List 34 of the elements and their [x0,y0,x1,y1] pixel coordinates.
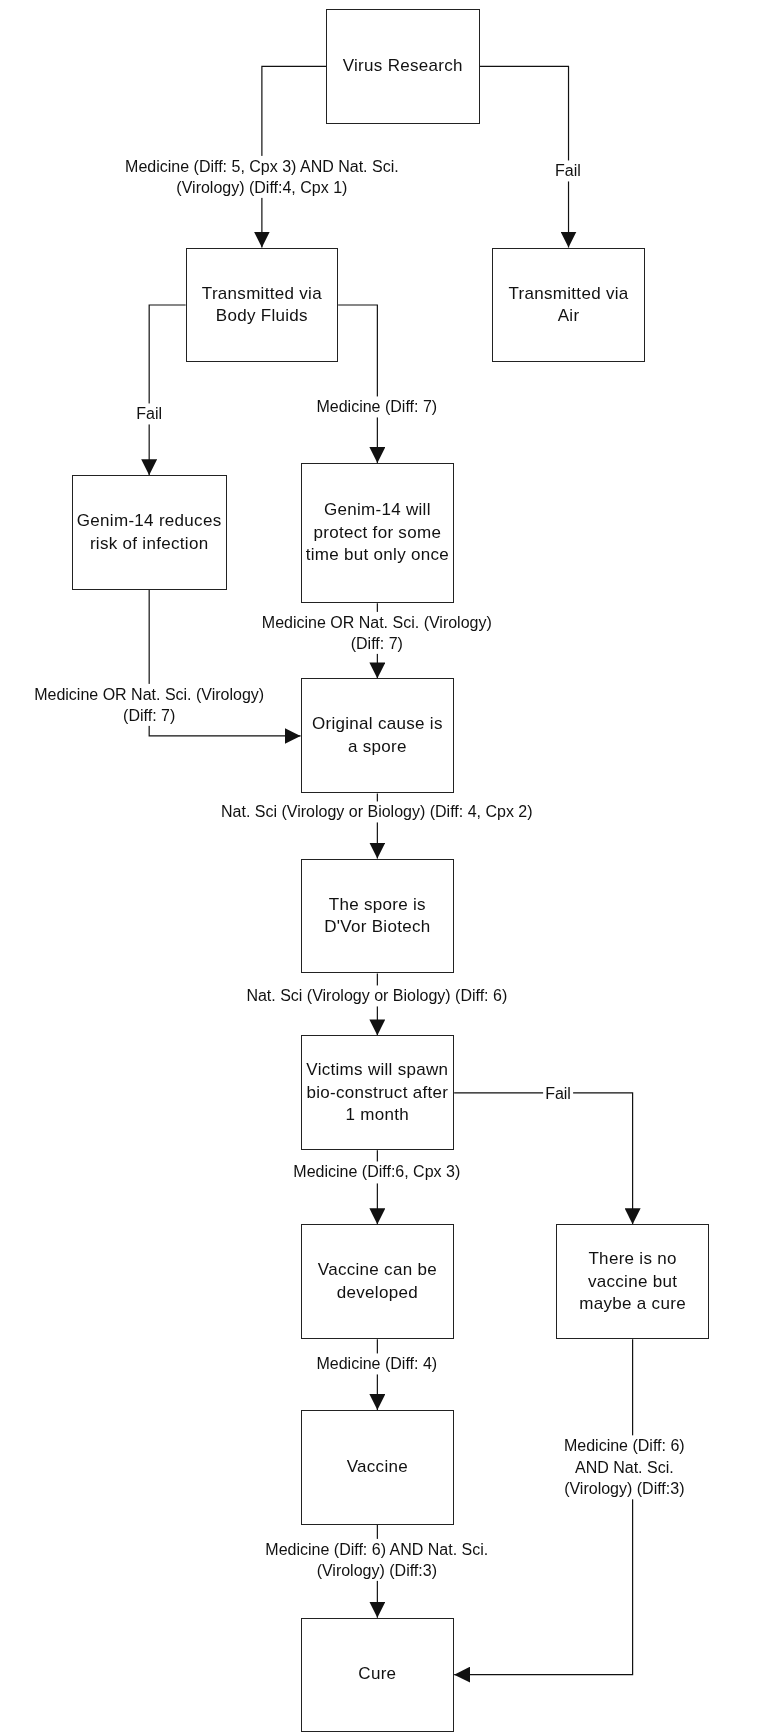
process-box [185,247,339,363]
box-text: Genim-14 will protect for some time but only once [305,499,450,567]
edge-label: Medicine (Diff: 7) [314,396,440,418]
process-box [300,1409,455,1525]
box-text: Transmitted via Air [507,282,630,327]
process-box [325,8,480,124]
box-text: Victims will spawn bio-construct after 1 month [305,1059,450,1127]
box-text: Vaccine [346,1456,408,1479]
process-box [300,1224,455,1340]
box-text: Original cause is a spore [310,713,444,758]
process-box [300,678,455,794]
process-box [555,1224,710,1340]
process-box [71,475,227,591]
edge-label: Medicine (Diff:6, Cpx 3) [291,1161,463,1183]
box-text: Transmitted via Body Fluids [200,282,323,327]
process-box [300,1617,455,1732]
process-box [300,1035,455,1151]
box-text: Genim-14 reduces risk of infection [76,510,222,555]
box-text: Vaccine can be developed [316,1259,438,1304]
process-box [300,463,455,604]
arrow [478,65,577,249]
box-text: Virus Research [342,55,463,78]
edge-label: Nat. Sci (Virology or Biology) (Diff: 4, Cpx 2) [219,801,535,823]
arrow [453,1092,641,1225]
arrow [141,304,187,476]
arrow [337,304,386,464]
process-box [300,858,455,974]
box-text: Cure [358,1663,397,1686]
process-box [491,247,646,363]
edge-label: Nat. Sci (Virology or Biology) (Diff: 6) [244,985,510,1007]
edge-label: Fail [553,160,583,182]
edge-label: Medicine (Diff: 4) [314,1353,440,1375]
box-text: There is no vaccine but maybe a cure [578,1248,687,1315]
box-text: The spore is D'Vor Biotech [323,893,432,939]
